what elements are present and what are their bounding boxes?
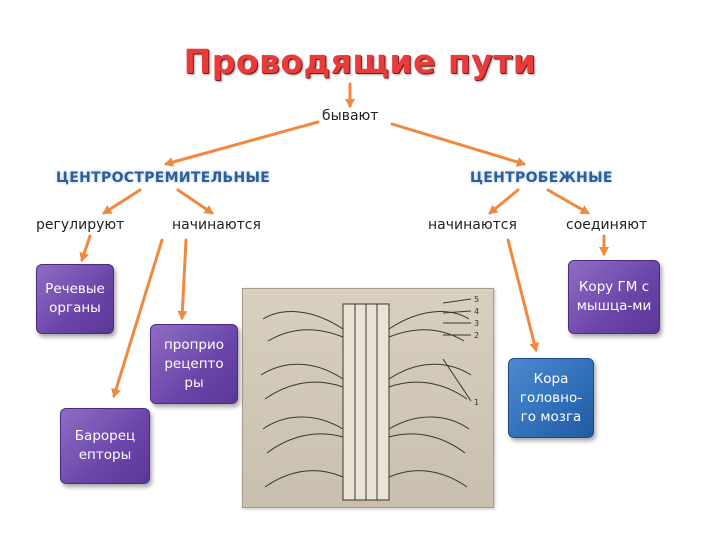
figure-label-5: 5: [474, 295, 479, 304]
arrow-to-centripetal: [164, 120, 320, 167]
arrow-begin-to-brain-cortex: [506, 238, 540, 352]
category-centripetal: ЦЕНТРОСТРЕМИТЕЛЬНЫЕ: [56, 170, 271, 186]
box-speech-organs: Речевые органы: [36, 264, 114, 334]
arrow-centripetal-to-begin: [176, 188, 214, 215]
subtitle: бывают: [322, 108, 379, 124]
page-title: Проводящие пути: [183, 42, 537, 81]
box-baroreceptors: Барорец епторы: [60, 408, 150, 484]
box-proprioceptors: проприо рецепто ры: [150, 324, 238, 404]
arrow-begin-to-baroreceptors: [111, 238, 164, 398]
arrow-regulate-to-speech: [79, 234, 92, 262]
box-cortex-muscles: Кору ГМ с мышца-ми: [568, 260, 660, 334]
arrow-centripetal-to-regulate: [102, 188, 142, 215]
spinal-cord-drawing: 5 4 3 2 1: [260, 295, 479, 501]
arrow-begin-to-proprioceptors: [177, 238, 188, 320]
figure-label-3: 3: [474, 319, 479, 328]
verb-regulate: регулируют: [36, 217, 125, 233]
figure-label-1: 1: [474, 398, 479, 407]
arrow-to-centrifugal: [390, 122, 526, 167]
arrow-centrifugal-to-begin: [488, 188, 520, 215]
verb-connect: соединяют: [566, 217, 648, 233]
category-centrifugal: ЦЕНТРОБЕЖНЫЕ: [470, 170, 613, 186]
figure-label-2: 2: [474, 331, 479, 340]
box-brain-cortex: Кора головно-го мозга: [508, 358, 594, 438]
verb-begin-right: начинаются: [428, 217, 517, 233]
figure-label-4: 4: [474, 307, 479, 316]
verb-begin-left: начинаются: [172, 217, 261, 233]
spinal-cord-figure: 5 4 3 2 1: [242, 288, 494, 508]
arrow-centrifugal-to-connect: [546, 188, 590, 215]
